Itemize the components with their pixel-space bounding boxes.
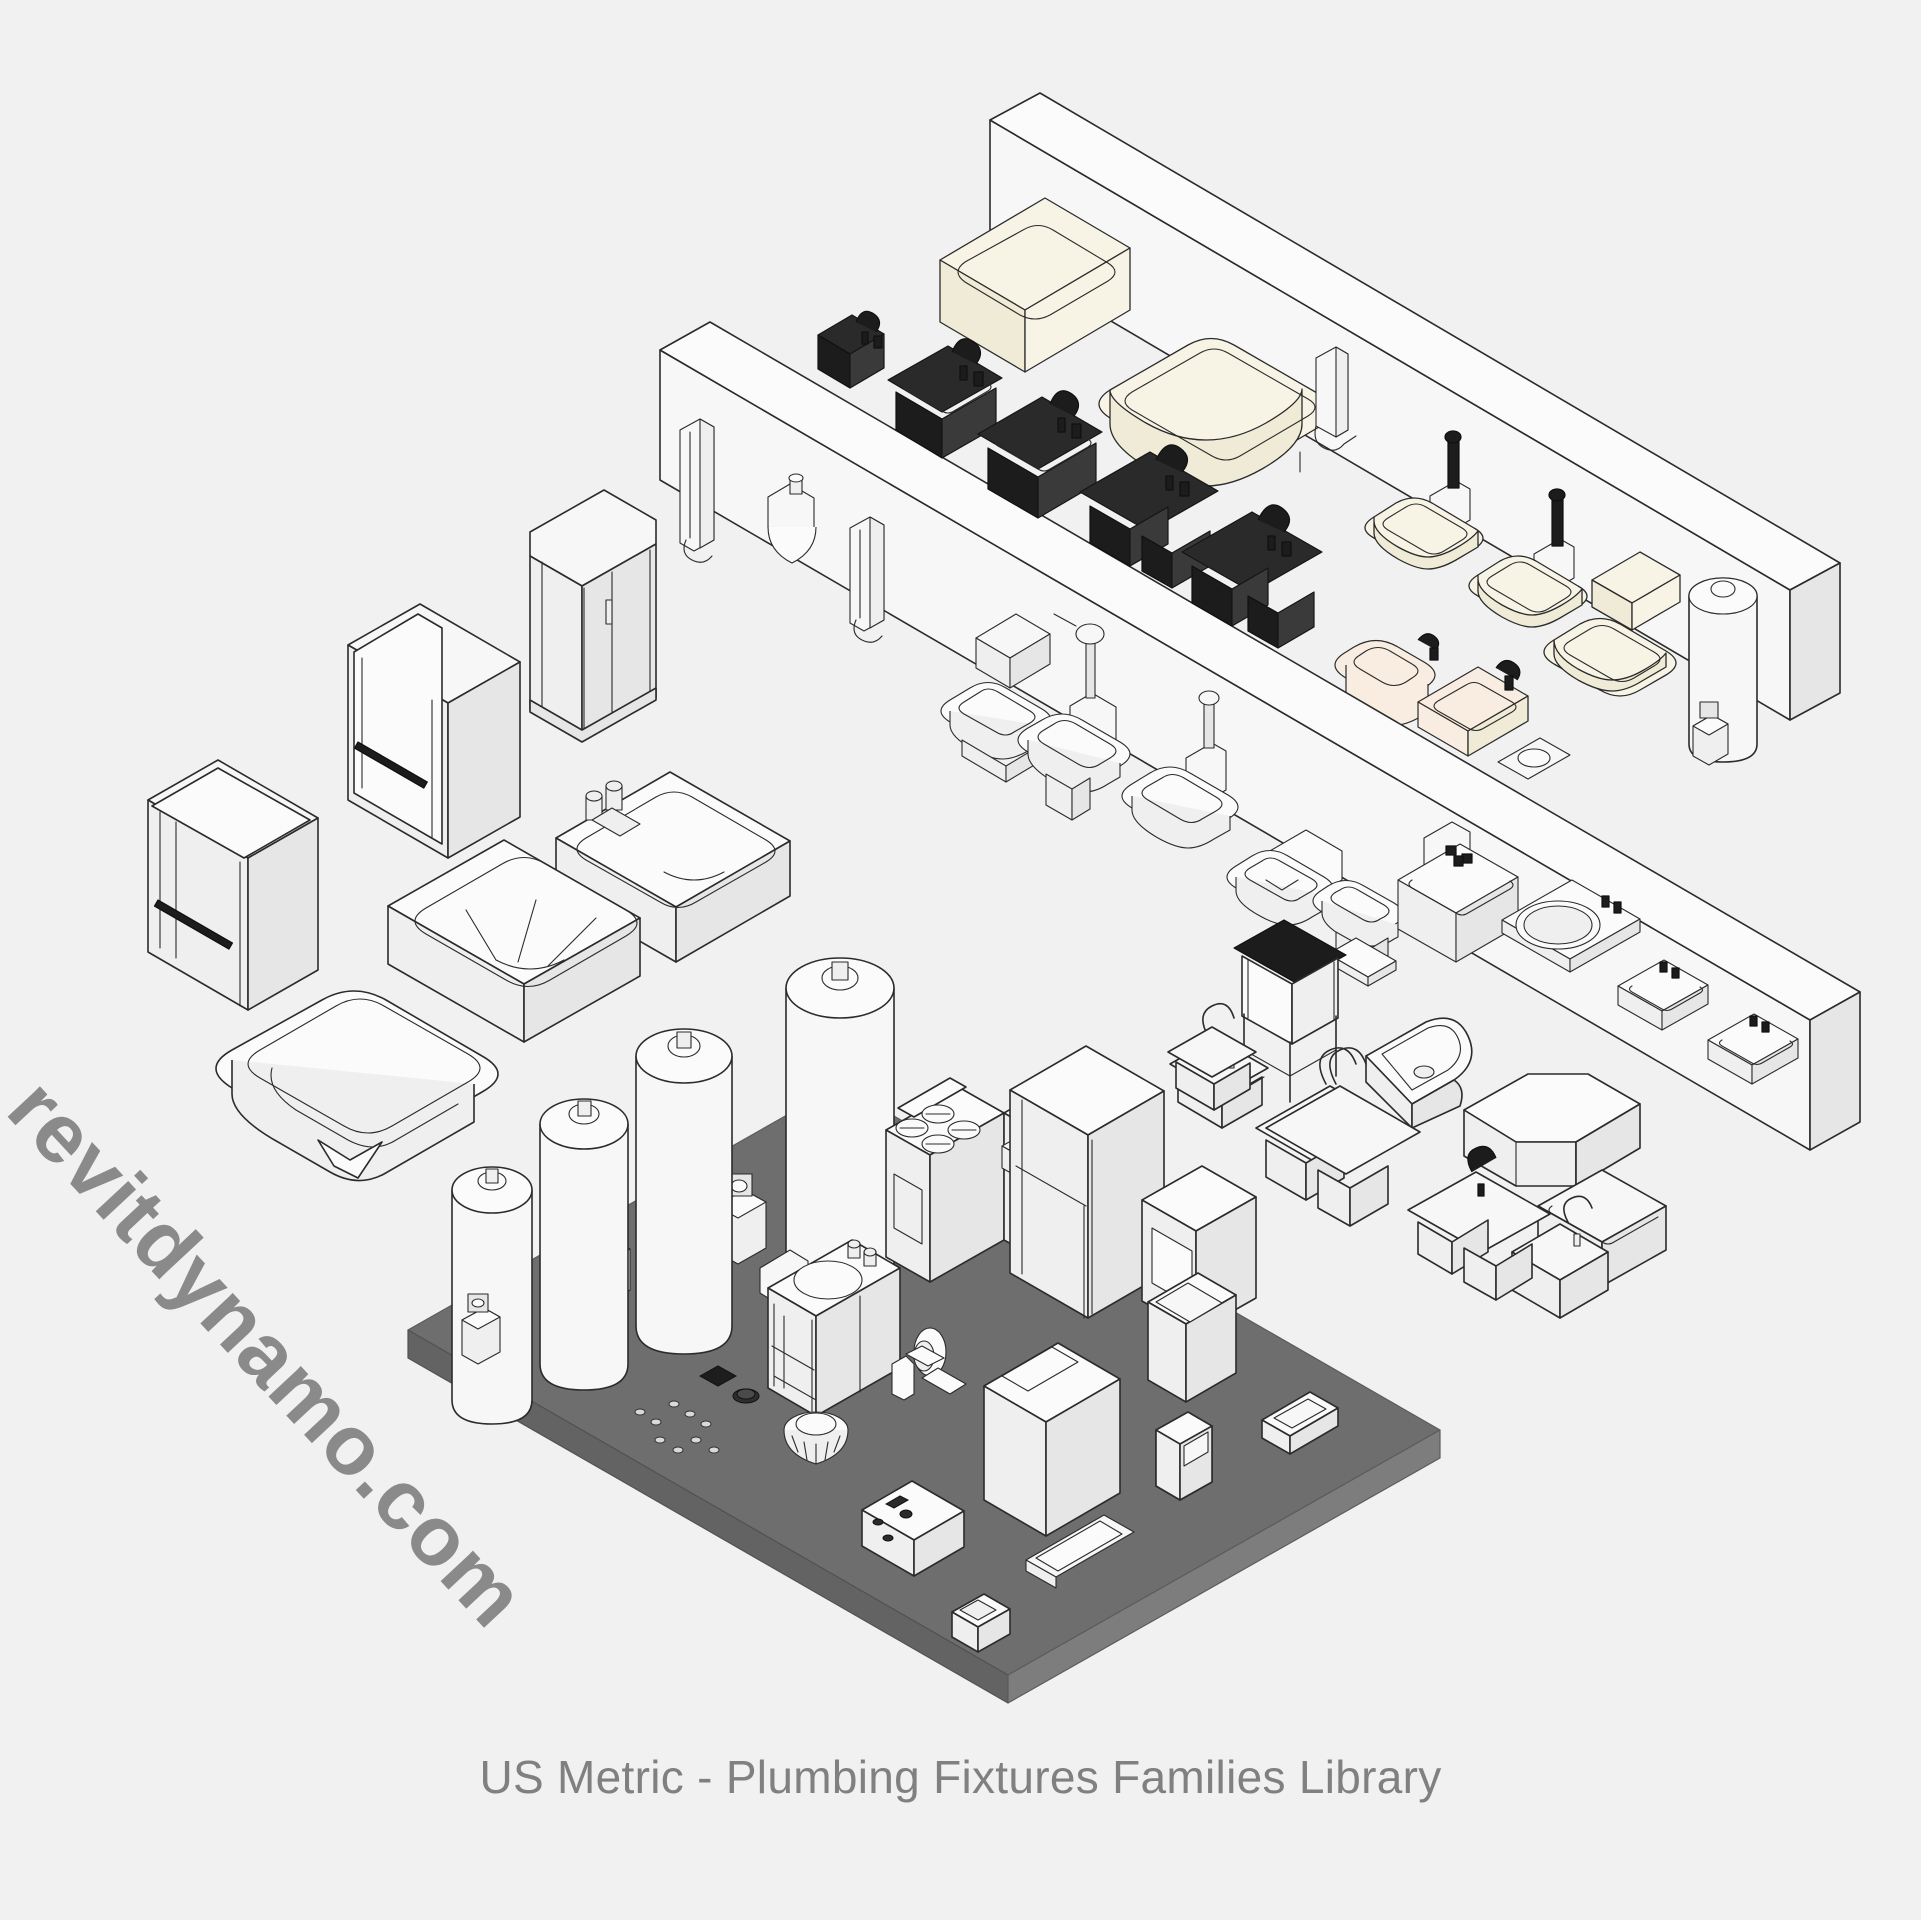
wall-hung-toilet-cream-2	[1468, 488, 1588, 628]
corner-shower-base	[1463, 1073, 1641, 1187]
mid-wall-panel	[659, 321, 1861, 1151]
corner-bathtub-receptor	[215, 990, 499, 1182]
page-caption: US Metric - Plumbing Fixtures Families L…	[479, 1751, 1442, 1803]
black-bar-sink	[817, 310, 885, 389]
wall-hung-toilet-flushometer	[1121, 690, 1239, 849]
urinal-white	[767, 473, 817, 564]
small-drop-in-lavatory-2	[1707, 1013, 1799, 1085]
electrical-panel-box	[1155, 1411, 1213, 1501]
shower-enclosure-tall	[347, 603, 521, 859]
floor-sink-cover	[783, 1411, 849, 1465]
small-drop-in-lavatory-1	[1617, 959, 1709, 1031]
small-drain-cluster	[634, 1400, 720, 1454]
drop-in-lavatory-beige	[1417, 659, 1529, 757]
bathroom-vanity-with-sink	[759, 1239, 901, 1417]
whirlpool-bathtub	[387, 839, 641, 1043]
back-wall-panel	[989, 92, 1841, 721]
double-bowl-sink-with-drainboard-right	[1407, 1145, 1551, 1301]
tankless-water-heater	[861, 1480, 965, 1577]
shower-enclosure-sliding-door	[147, 759, 319, 1011]
floor-drain-plate	[1497, 737, 1571, 780]
tank-toilet-cream	[1543, 551, 1681, 697]
utility-sink-with-backsplash	[1397, 821, 1519, 963]
floor-cleanout-box	[951, 1593, 1011, 1653]
wall-hung-toilet-cream-1	[1364, 430, 1484, 570]
floor-cleanout	[732, 1388, 760, 1404]
water-heater-tank-wall	[1688, 577, 1758, 766]
shower-arm-panel	[1314, 346, 1357, 451]
laundry-tub-on-legs	[1233, 919, 1347, 1103]
alcove-bathtub-cream	[939, 197, 1131, 373]
shower-column-panel-1	[679, 418, 715, 563]
washing-machine	[983, 1342, 1121, 1537]
meter-box	[1261, 1391, 1339, 1455]
oval-drop-in-lavatory-counter	[1501, 879, 1641, 973]
refrigerator	[1009, 1045, 1165, 1319]
shower-column-panel-2	[849, 516, 885, 643]
hose-bibb-spigot	[891, 1327, 967, 1401]
flushometer-toilet	[1017, 613, 1131, 821]
rectangular-soaking-bathtub	[555, 771, 791, 963]
double-bowl-sink-group-right	[1265, 1047, 1421, 1175]
trench-drain	[1025, 1514, 1135, 1589]
bar-sink-right-upper	[1167, 1026, 1257, 1111]
wall-hung-toilet-with-seat	[1226, 829, 1343, 926]
black-double-bowl-sink-drainboard	[1181, 504, 1323, 649]
pedestal-toilet	[1312, 879, 1404, 987]
black-large-single-bowl-sink	[977, 390, 1103, 519]
dishwasher	[1147, 1272, 1237, 1403]
water-heater-tank-small	[451, 1166, 533, 1425]
floor-drain-square	[698, 1365, 738, 1387]
neo-angle-corner-shower-enclosure	[529, 489, 657, 743]
